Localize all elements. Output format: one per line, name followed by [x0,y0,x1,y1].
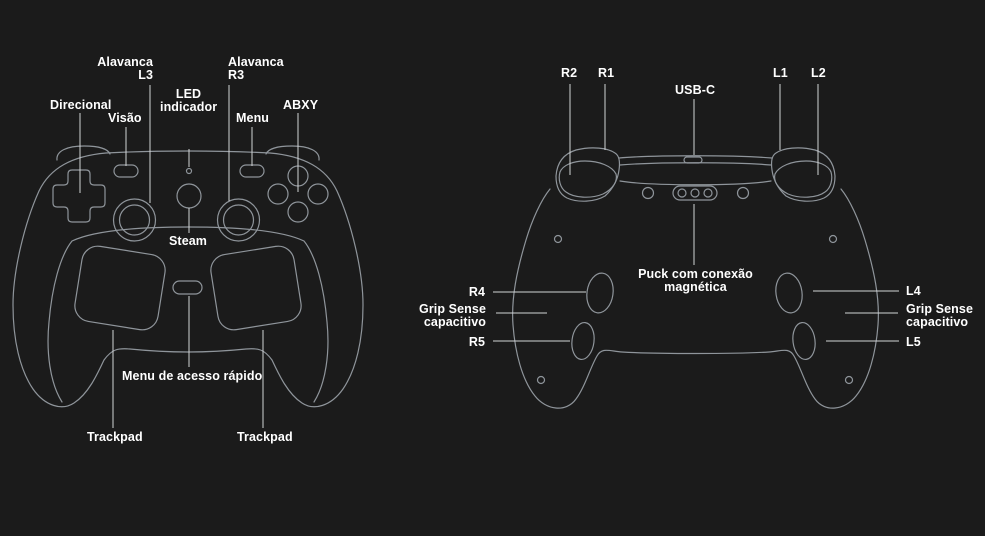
label-visao: Visão [108,111,142,125]
right-shoulder-ear-outline [265,145,320,161]
puck-outline [672,185,718,201]
label-r2: R2 [561,66,578,80]
quick-access-button-outline [172,280,203,295]
label-alavanca-r3-line2: R3 [228,67,245,82]
abxy-bottom-button-outline [287,201,309,223]
screw-bottom-right [844,375,854,385]
back-view-group [512,147,879,409]
label-direcional: Direcional [50,98,112,112]
left-stick-inner-outline [118,204,151,236]
label-puck-line2: magnética [664,279,727,294]
menu-button-outline [239,164,265,178]
label-l1: L1 [773,66,788,80]
label-usb-c: USB-C [675,83,716,97]
label-alavanca-l3: Alavanca L3 [97,56,153,81]
back-panel-curve-line [619,180,772,186]
label-led-indicador: LED indicador [160,88,217,113]
label-led-indicador-line1: LED [175,87,202,101]
label-menu-acesso-rapido: Menu de acesso rápido [122,369,263,383]
label-r1: R1 [598,66,615,80]
label-grip-sense-left-line2: capacitivo [423,314,486,329]
label-trackpad-left: Trackpad [87,430,143,444]
label-grip-sense-left-line1: Grip Sense [419,302,486,316]
trackpad-left-outline [74,245,166,331]
front-face-seam-line [47,226,329,403]
label-abxy: ABXY [283,98,319,112]
right-stick-inner-outline [222,204,255,236]
label-led-indicador-line2: indicador [160,99,218,114]
label-puck-line1: Puck com conexão [638,267,753,281]
back-left-vent-circle [641,186,655,200]
leader-lines [79,84,899,428]
label-grip-sense-right: Grip Sense capacitivo [906,303,973,328]
screw-bottom-left [536,375,546,385]
screw-top-left [553,234,563,244]
trackpad-right-outline [210,245,302,331]
label-l4: L4 [906,284,921,298]
front-view-group [12,145,364,408]
r4-button-outline [586,272,614,314]
label-r5: R5 [468,335,485,349]
back-body-outline [512,188,879,409]
abxy-right-button-outline [307,183,329,205]
dpad-outline [52,169,106,223]
right-bumper-back-face-outline [558,160,618,198]
label-grip-sense-right-line1: Grip Sense [906,302,973,316]
label-trackpad-right: Trackpad [237,430,293,444]
label-l2: L2 [811,66,826,80]
label-alavanca-l3-line1: Alavanca [97,55,153,69]
left-bumper-back-outline [770,147,836,202]
screw-top-right [828,234,838,244]
puck-contact-circles [677,188,713,198]
usb-c-port-outline [683,156,703,164]
back-right-vent-circle [736,186,750,200]
label-menu: Menu [236,111,270,125]
steam-button-outline [176,183,202,209]
label-puck: Puck com conexão magnética [625,268,766,293]
led-indicator-outline [185,167,193,175]
abxy-left-button-outline [267,183,289,205]
label-alavanca-r3: Alavanca R3 [228,56,284,81]
left-shoulder-ear-outline [56,145,111,161]
right-bumper-back-outline [555,147,621,202]
view-button-outline [113,164,139,178]
label-alavanca-l3-line2: L3 [138,67,153,82]
l4-button-outline [775,272,803,314]
right-stick-outer-outline [216,198,261,242]
label-steam: Steam [169,234,208,248]
r5-button-outline [571,321,595,361]
label-grip-sense-right-line2: capacitivo [906,314,969,329]
left-stick-outer-outline [112,198,157,242]
label-grip-sense-left: Grip Sense capacitivo [419,303,486,328]
label-l5: L5 [906,335,921,349]
label-alavanca-r3-line1: Alavanca [228,55,284,69]
back-top-edge-line [618,155,773,159]
left-bumper-back-face-outline [773,160,833,198]
l5-button-outline [792,321,816,361]
label-r4: R4 [468,285,485,299]
front-body-outline [12,150,364,408]
